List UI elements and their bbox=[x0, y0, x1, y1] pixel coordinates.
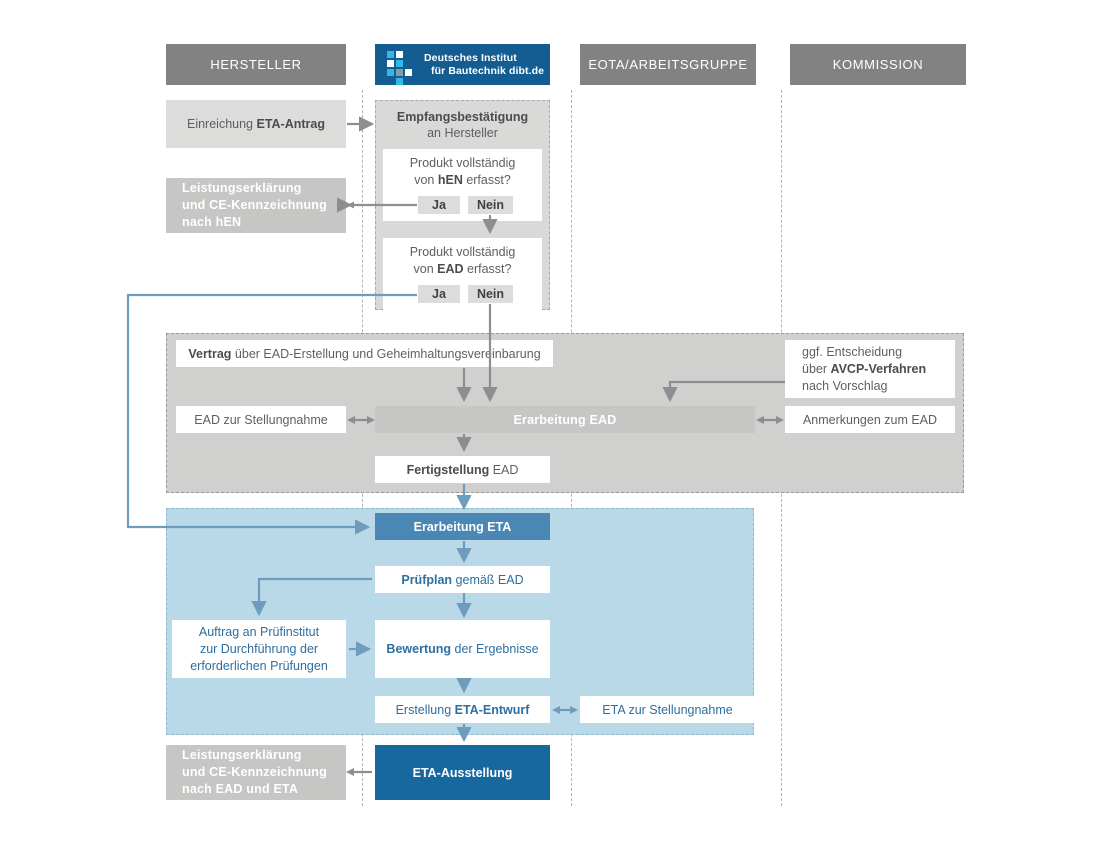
node-decision-ead-line1: Produkt vollständig bbox=[409, 245, 516, 259]
node-leistungserklaerung-ead-eta-line2: und CE-Kennzeichnung bbox=[182, 765, 327, 779]
node-leistungserklaerung-ead-eta-line1: Leistungserklärung bbox=[182, 748, 302, 762]
button-hen-ja-label: Ja bbox=[432, 198, 446, 212]
node-fertigstellung-ead[interactable]: Fertigstellung EAD bbox=[375, 456, 550, 483]
node-auftrag-line1: Auftrag an Prüfinstitut bbox=[198, 624, 320, 639]
column-header-kommission: KOMMISSION bbox=[790, 44, 966, 85]
node-bewertung[interactable]: Bewertung der Ergebnisse bbox=[375, 620, 550, 678]
node-decision-ead-pre: von bbox=[413, 262, 438, 276]
node-empfangsbestaetigung-line1: Empfangsbestätigung bbox=[396, 109, 529, 124]
button-ead-ja-label: Ja bbox=[432, 287, 446, 301]
dibt-logo-icon bbox=[385, 49, 417, 85]
node-vertrag-bold: Vertrag bbox=[188, 346, 232, 361]
node-decision-hen-post: erfasst? bbox=[462, 173, 511, 187]
node-pruefplan-post: gemäß EAD bbox=[452, 572, 524, 587]
column-header-label: HERSTELLER bbox=[210, 57, 302, 72]
node-pruefplan[interactable]: Prüfplan gemäß EAD bbox=[375, 566, 550, 593]
node-eta-ausstellung[interactable]: ETA-Ausstellung bbox=[375, 745, 550, 800]
node-anmerkungen-zum-ead-label: Anmerkungen zum EAD bbox=[802, 412, 938, 427]
node-ead-zur-stellungnahme-label: EAD zur Stellungnahme bbox=[194, 412, 328, 427]
node-fertigstellung-bold: Fertigstellung bbox=[406, 462, 490, 477]
dibt-logo-text: Deutsches Institut für Bautechnik dibt.d… bbox=[424, 52, 544, 78]
node-einreichung-pre: Einreichung bbox=[186, 117, 257, 131]
node-vertrag-post: über EAD-Erstellung und Geheimhaltungsve… bbox=[231, 346, 541, 361]
button-ead-nein[interactable]: Nein bbox=[468, 285, 513, 303]
node-erstellung-pre: Erstellung bbox=[395, 702, 455, 717]
dibt-logo-line2: für Bautechnik bbox=[431, 64, 509, 77]
node-avcp-bold: AVCP-Verfahren bbox=[830, 361, 927, 376]
column-header-label: EOTA/ARBEITSGRUPPE bbox=[588, 57, 748, 72]
column-header-eota: EOTA/ARBEITSGRUPPE bbox=[580, 44, 756, 85]
node-decision-hen-bold: hEN bbox=[437, 173, 463, 187]
node-empfangsbestaetigung-line2: an Hersteller bbox=[427, 125, 498, 140]
column-header-dibt-logo: Deutsches Institut für Bautechnik dibt.d… bbox=[375, 44, 550, 85]
node-decision-hen-pre: von bbox=[414, 173, 438, 187]
node-decision-ead[interactable]: Produkt vollständig von EAD erfasst? Ja … bbox=[383, 238, 542, 310]
node-auftrag-pruefinstitut[interactable]: Auftrag an Prüfinstitut zur Durchführung… bbox=[172, 620, 346, 678]
node-leistungserklaerung-hen-line1: Leistungserklärung bbox=[182, 181, 302, 195]
node-erarbeitung-eta[interactable]: Erarbeitung ETA bbox=[375, 513, 550, 540]
column-header-hersteller: HERSTELLER bbox=[166, 44, 346, 85]
node-einreichung-eta-antrag[interactable]: Einreichung ETA-Antrag bbox=[166, 100, 346, 148]
button-hen-nein-label: Nein bbox=[476, 198, 505, 212]
node-einreichung-bold: ETA-Antrag bbox=[256, 117, 325, 131]
node-leistungserklaerung-hen-line3: nach hEN bbox=[182, 215, 242, 229]
node-erstellung-eta-entwurf[interactable]: Erstellung ETA-Entwurf bbox=[375, 696, 550, 723]
node-ead-zur-stellungnahme[interactable]: EAD zur Stellungnahme bbox=[176, 406, 346, 433]
button-ead-ja[interactable]: Ja bbox=[418, 285, 460, 303]
node-leistungserklaerung-ead-eta-line3: nach EAD und ETA bbox=[182, 782, 299, 796]
node-auftrag-line3: erforderlichen Prüfungen bbox=[190, 658, 328, 673]
node-eta-zur-stellungnahme-label: ETA zur Stellungnahme bbox=[602, 702, 733, 717]
dibt-logo-domain: dibt.de bbox=[508, 64, 545, 77]
node-decision-hen-line1: Produkt vollständig bbox=[409, 156, 516, 170]
node-eta-zur-stellungnahme[interactable]: ETA zur Stellungnahme bbox=[580, 696, 755, 723]
node-eta-ausstellung-label: ETA-Ausstellung bbox=[412, 765, 513, 780]
node-vertrag[interactable]: Vertrag über EAD-Erstellung und Geheimha… bbox=[176, 340, 553, 367]
button-ead-nein-label: Nein bbox=[476, 287, 505, 301]
node-leistungserklaerung-ead-eta[interactable]: Leistungserklärung und CE-Kennzeichnung … bbox=[166, 745, 346, 800]
node-empfangsbestaetigung[interactable]: Empfangsbestätigung an Hersteller bbox=[375, 100, 550, 149]
node-bewertung-bold: Bewertung bbox=[386, 642, 452, 656]
node-fertigstellung-post: EAD bbox=[489, 462, 519, 477]
node-anmerkungen-zum-ead[interactable]: Anmerkungen zum EAD bbox=[785, 406, 955, 433]
node-decision-ead-bold: EAD bbox=[437, 262, 464, 276]
node-avcp-pre: über bbox=[802, 361, 831, 376]
button-hen-ja[interactable]: Ja bbox=[418, 196, 460, 214]
node-leistungserklaerung-hen[interactable]: Leistungserklärung und CE-Kennzeichnung … bbox=[166, 178, 346, 233]
node-erstellung-bold: ETA-Entwurf bbox=[454, 702, 530, 717]
button-hen-nein[interactable]: Nein bbox=[468, 196, 513, 214]
node-avcp-line1: ggf. Entscheidung bbox=[802, 344, 903, 359]
node-avcp-entscheidung[interactable]: ggf. Entscheidung über AVCP-Verfahren na… bbox=[785, 340, 955, 398]
column-header-label: KOMMISSION bbox=[832, 57, 924, 72]
node-pruefplan-bold: Prüfplan bbox=[401, 572, 453, 587]
node-erarbeitung-ead-label: Erarbeitung EAD bbox=[513, 412, 617, 427]
node-erarbeitung-eta-label: Erarbeitung ETA bbox=[413, 519, 512, 534]
node-leistungserklaerung-hen-line2: und CE-Kennzeichnung bbox=[182, 198, 327, 212]
node-avcp-line3: nach Vorschlag bbox=[802, 378, 888, 393]
node-auftrag-line2: zur Durchführung der bbox=[199, 641, 319, 656]
node-decision-hen[interactable]: Produkt vollständig von hEN erfasst? Ja … bbox=[383, 149, 542, 221]
node-bewertung-post: der Ergebnisse bbox=[451, 642, 539, 656]
dibt-logo-line1: Deutsches Institut bbox=[424, 51, 517, 64]
node-erarbeitung-ead[interactable]: Erarbeitung EAD bbox=[375, 406, 755, 433]
node-decision-ead-post: erfasst? bbox=[463, 262, 512, 276]
